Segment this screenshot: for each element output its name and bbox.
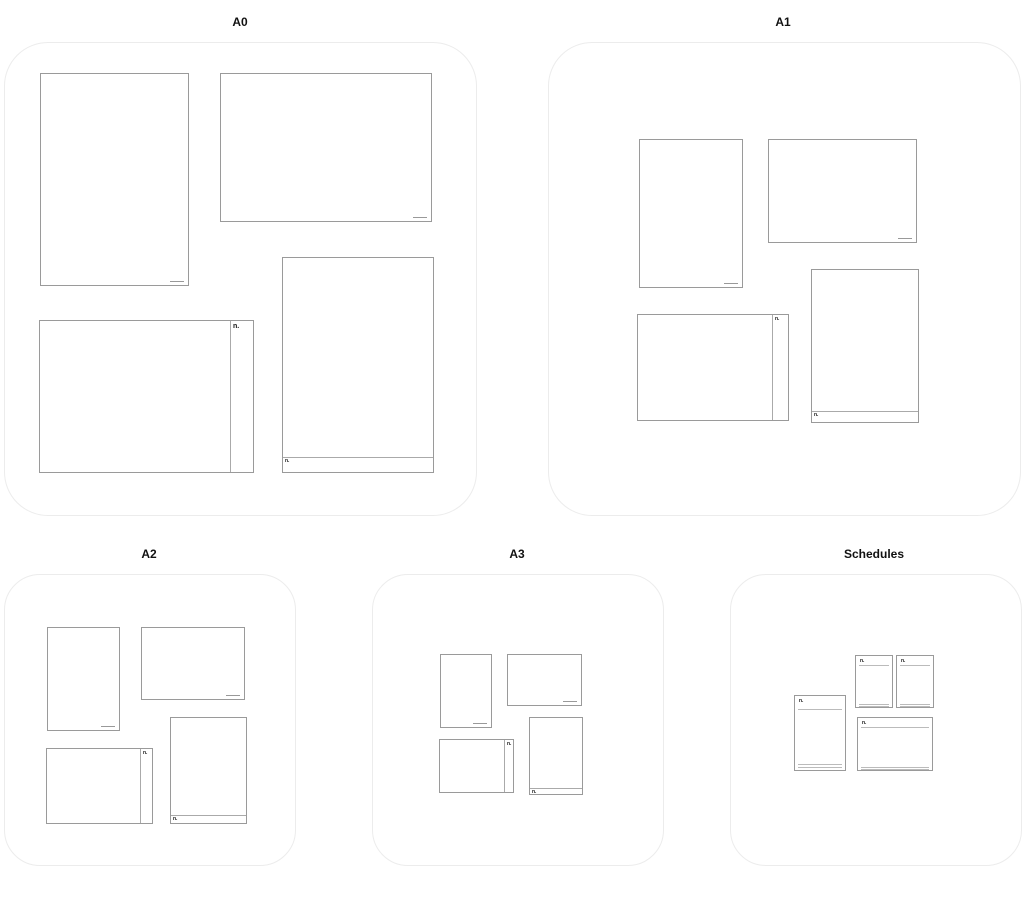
divider bbox=[859, 665, 889, 666]
north-arrow-icon bbox=[724, 279, 738, 284]
sheet-template[interactable] bbox=[141, 627, 245, 700]
north-arrow-icon bbox=[101, 722, 115, 727]
divider bbox=[900, 704, 930, 705]
divider bbox=[798, 767, 842, 768]
logo: n. bbox=[860, 658, 865, 664]
divider bbox=[900, 706, 930, 707]
sheet-template[interactable]: n. bbox=[529, 717, 583, 795]
title-block: n. bbox=[171, 815, 246, 823]
sheet-template[interactable]: n. bbox=[794, 695, 846, 771]
sheet-template[interactable] bbox=[440, 654, 492, 728]
logo: n. bbox=[775, 316, 780, 322]
sheet-template[interactable]: n. bbox=[439, 739, 514, 793]
divider bbox=[798, 764, 842, 765]
logo: n. bbox=[173, 816, 178, 822]
north-arrow-icon bbox=[226, 691, 240, 696]
divider bbox=[798, 709, 842, 710]
title-block: n. bbox=[772, 315, 788, 420]
title-block: n. bbox=[812, 411, 918, 422]
divider bbox=[861, 767, 929, 768]
sheet-template[interactable] bbox=[40, 73, 189, 286]
north-arrow-icon bbox=[413, 213, 427, 218]
divider bbox=[861, 769, 929, 770]
group-title: A2 bbox=[141, 547, 157, 561]
north-arrow-icon bbox=[898, 234, 912, 239]
title-block: n. bbox=[140, 749, 152, 823]
group-title: A0 bbox=[232, 15, 248, 29]
sheet-template[interactable] bbox=[639, 139, 743, 288]
logo: n. bbox=[901, 658, 906, 664]
sheet-template[interactable]: n. bbox=[857, 717, 933, 771]
logo: n. bbox=[233, 323, 240, 330]
logo: n. bbox=[532, 789, 537, 795]
group-title: A1 bbox=[775, 15, 791, 29]
sheet-template[interactable]: n. bbox=[896, 655, 934, 708]
group-frame[interactable] bbox=[548, 42, 1021, 516]
logo: n. bbox=[143, 750, 148, 756]
logo: n. bbox=[814, 412, 819, 418]
sheet-template[interactable]: n. bbox=[46, 748, 153, 824]
divider bbox=[900, 665, 930, 666]
sheet-template[interactable] bbox=[220, 73, 432, 222]
logo: n. bbox=[507, 741, 512, 747]
logo: n. bbox=[285, 458, 290, 464]
sheet-template[interactable]: n. bbox=[282, 257, 434, 473]
divider bbox=[861, 727, 929, 728]
sheet-template[interactable]: n. bbox=[811, 269, 919, 423]
sheet-template[interactable]: n. bbox=[170, 717, 247, 824]
north-arrow-icon bbox=[473, 719, 487, 724]
sheet-template[interactable]: n. bbox=[637, 314, 789, 421]
divider bbox=[859, 706, 889, 707]
group-title: Schedules bbox=[843, 547, 905, 561]
title-block: n. bbox=[230, 321, 253, 472]
sheet-template[interactable] bbox=[47, 627, 120, 731]
logo: n. bbox=[862, 720, 867, 726]
sheet-template[interactable]: n. bbox=[39, 320, 254, 473]
logo: n. bbox=[799, 698, 804, 704]
north-arrow-icon bbox=[563, 697, 577, 702]
divider bbox=[859, 704, 889, 705]
sheet-template[interactable]: n. bbox=[855, 655, 893, 708]
group-frame[interactable] bbox=[372, 574, 664, 866]
title-block: n. bbox=[530, 788, 582, 795]
group-title: A3 bbox=[509, 547, 525, 561]
title-block: n. bbox=[283, 457, 433, 472]
title-block: n. bbox=[504, 740, 513, 792]
sheet-template[interactable] bbox=[507, 654, 582, 706]
sheet-template[interactable] bbox=[768, 139, 917, 243]
north-arrow-icon bbox=[170, 277, 184, 282]
